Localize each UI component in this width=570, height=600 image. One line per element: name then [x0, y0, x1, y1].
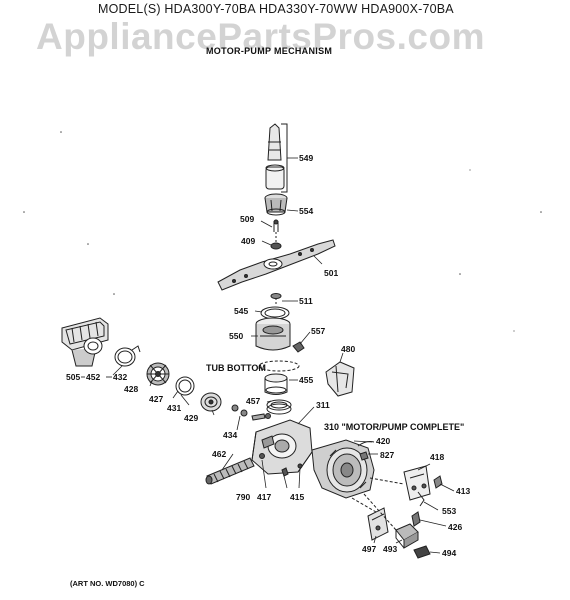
diagram-title: MOTOR-PUMP MECHANISM	[206, 46, 333, 56]
tub-bottom-label: TUB BOTTOM	[206, 363, 266, 373]
part-label-480: 480	[341, 344, 355, 354]
part-label-452: 452	[86, 372, 100, 382]
mounting-clip-part	[411, 511, 421, 527]
motor-mount-part	[367, 507, 389, 541]
drain-chute-part	[325, 361, 355, 397]
art-number: (ART NO. WD7080) C	[70, 579, 145, 588]
chopper-impeller-part	[146, 362, 170, 386]
part-label-429: 429	[184, 413, 198, 423]
spray-tower-part	[265, 123, 285, 190]
part-label-493: 493	[383, 544, 397, 554]
o-ring-part	[270, 293, 282, 299]
motor-body-part	[311, 439, 375, 499]
part-label-549: 549	[299, 153, 313, 163]
grommet-part	[433, 475, 443, 489]
assembly-guide-line	[369, 477, 405, 485]
part-label-497: 497	[362, 544, 376, 554]
assembly-guide-line	[351, 497, 377, 513]
bearing-part	[259, 453, 265, 459]
washer-part	[270, 242, 282, 250]
spray-nut-part	[264, 193, 288, 216]
motor-pump-housing-part	[251, 419, 313, 475]
part-label-550: 550	[229, 331, 243, 341]
wire-clip-part	[417, 491, 425, 507]
hose-clamp-part	[114, 345, 141, 367]
part-label-457: 457	[246, 396, 260, 406]
spring-clip-part	[359, 451, 369, 461]
part-label-426: 426	[448, 522, 462, 532]
watermark: AppliancePartsPros.com	[36, 16, 485, 57]
part-label-428: 428	[124, 384, 138, 394]
part-label-790: 790	[236, 492, 250, 502]
capacitor-part	[395, 523, 419, 549]
drive-shaft-part	[205, 457, 255, 485]
part-label-501: 501	[324, 268, 338, 278]
part-label-413: 413	[456, 486, 470, 496]
assembly-guide-line	[363, 493, 397, 531]
part-label-420: 420	[376, 436, 390, 446]
screw-small-part	[297, 463, 303, 469]
gasket-part	[266, 399, 292, 415]
retaining-ring-part	[175, 376, 195, 396]
part-label-417: 417	[257, 492, 271, 502]
part-label-455: 455	[299, 375, 313, 385]
part-label-434: 434	[223, 430, 237, 440]
part-label-462: 462	[212, 449, 226, 459]
leader-lines	[112, 157, 455, 554]
part-label-511: 511	[299, 296, 313, 306]
part-label-553: 553	[442, 506, 456, 516]
part-label-509: 509	[240, 214, 254, 224]
screw-part	[273, 219, 279, 232]
part-label-545: 545	[234, 306, 248, 316]
pump-seal-part	[264, 373, 288, 395]
model-line: MODEL(S) HDA300Y-70BA HDA330Y-70WW HDA90…	[98, 2, 454, 16]
part-label-427: 427	[149, 394, 163, 404]
filter-sump-part	[61, 317, 109, 367]
clip-part	[292, 341, 305, 353]
part-label-415: 415	[290, 492, 304, 502]
part-label-505: 505	[66, 372, 80, 382]
motor-pump-complete-label: 310 "MOTOR/PUMP COMPLETE"	[324, 422, 464, 432]
part-label-418: 418	[430, 452, 444, 462]
spray-arm-part	[217, 239, 336, 291]
bracket-part	[403, 465, 431, 501]
pump-cover-part	[200, 392, 222, 412]
wash-impeller-housing-part	[255, 317, 291, 351]
seal-ring-part	[260, 306, 290, 320]
part-label-494: 494	[442, 548, 456, 558]
pin-part	[281, 467, 289, 477]
tub-bottom-outline	[258, 360, 300, 372]
scan-specks	[23, 131, 542, 332]
part-label-557: 557	[311, 326, 325, 336]
part-label-311: 311	[316, 400, 330, 410]
part-label-409: 409	[241, 236, 255, 246]
part-label-827: 827	[380, 450, 394, 460]
part-label-554: 554	[299, 206, 313, 216]
part-label-431: 431	[167, 403, 181, 413]
part-label-432: 432	[113, 372, 127, 382]
fastener-set-part	[231, 404, 271, 421]
clip-part-small	[413, 545, 431, 559]
